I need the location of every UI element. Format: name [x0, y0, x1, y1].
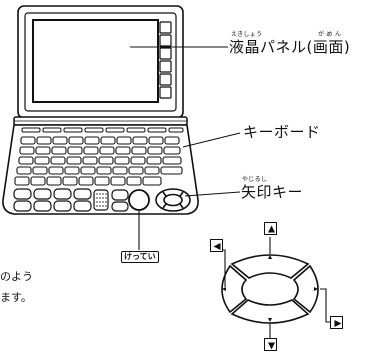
- keyboard-keys: [14, 136, 183, 186]
- cropped-text-line-2: ます。: [0, 291, 32, 304]
- segment-markers: [222, 255, 318, 322]
- lcd-label: 液晶パネル(画面): [229, 38, 351, 56]
- leader-lines: [130, 46, 241, 250]
- enter-key-label: けってい: [121, 251, 159, 263]
- device-arrow-pad: [155, 188, 191, 212]
- down-arrow-key-box: [264, 338, 277, 351]
- speaker-dots: [96, 193, 107, 207]
- bottom-controls: [13, 188, 129, 212]
- arrow-keys-ruby: やじるし: [242, 176, 268, 183]
- cropped-text-line-1: のよう: [0, 270, 33, 283]
- left-arrow-icon: [213, 243, 221, 250]
- lcd-ruby-ekishou: えきしょう: [231, 31, 263, 38]
- right-arrow-icon: [334, 320, 342, 327]
- keyboard-label: キーボード: [243, 123, 321, 141]
- enter-key-shape: [128, 189, 150, 211]
- arrow-diagram: [221, 254, 319, 324]
- down-arrow-icon: [268, 342, 275, 350]
- up-arrow-key-box: [264, 222, 277, 235]
- lcd-ruby-gamen: が め ん: [318, 31, 342, 38]
- screen-side-keys: [159, 21, 172, 99]
- up-arrow-icon: [268, 225, 275, 233]
- arrow-keys-label: 矢印キー: [241, 183, 304, 201]
- function-strip: [21, 127, 184, 133]
- left-arrow-key-box: [210, 239, 223, 252]
- right-arrow-key-box: [330, 316, 343, 329]
- lcd-screen: [32, 19, 159, 103]
